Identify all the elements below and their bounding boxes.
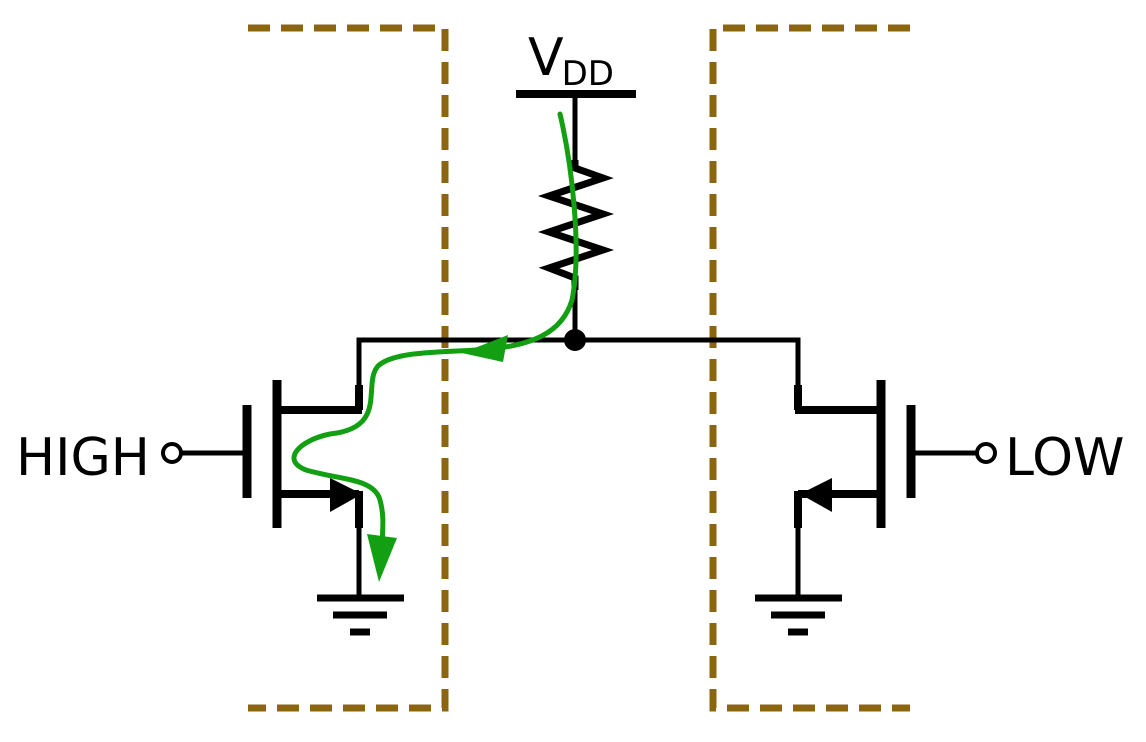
vdd-label-main: V (528, 28, 564, 88)
right-emitter-arrow-icon (800, 478, 832, 512)
right-input-terminal (975, 442, 997, 464)
low-input-label: LOW (1005, 428, 1124, 488)
current-arrowhead-bus-icon (462, 335, 508, 362)
vdd-label-sub: DD (562, 54, 614, 94)
vdd-label: VDD (528, 28, 614, 94)
ground-icon (317, 594, 404, 636)
nmos-transistor-icon (180, 380, 363, 597)
ground-icon (755, 594, 842, 636)
circuit-wiring (161, 90, 997, 636)
nmos-transistor-icon (794, 380, 978, 597)
high-input-label: HIGH (16, 428, 150, 488)
left-emitter-arrow-icon (330, 478, 362, 512)
current-arrowhead-ground-icon (367, 534, 397, 582)
left-device-boundary (248, 24, 449, 712)
current-flow-path (291, 111, 579, 548)
left-input-terminal (161, 442, 183, 464)
junction-node (564, 329, 586, 351)
right-device-boundary (709, 24, 910, 712)
